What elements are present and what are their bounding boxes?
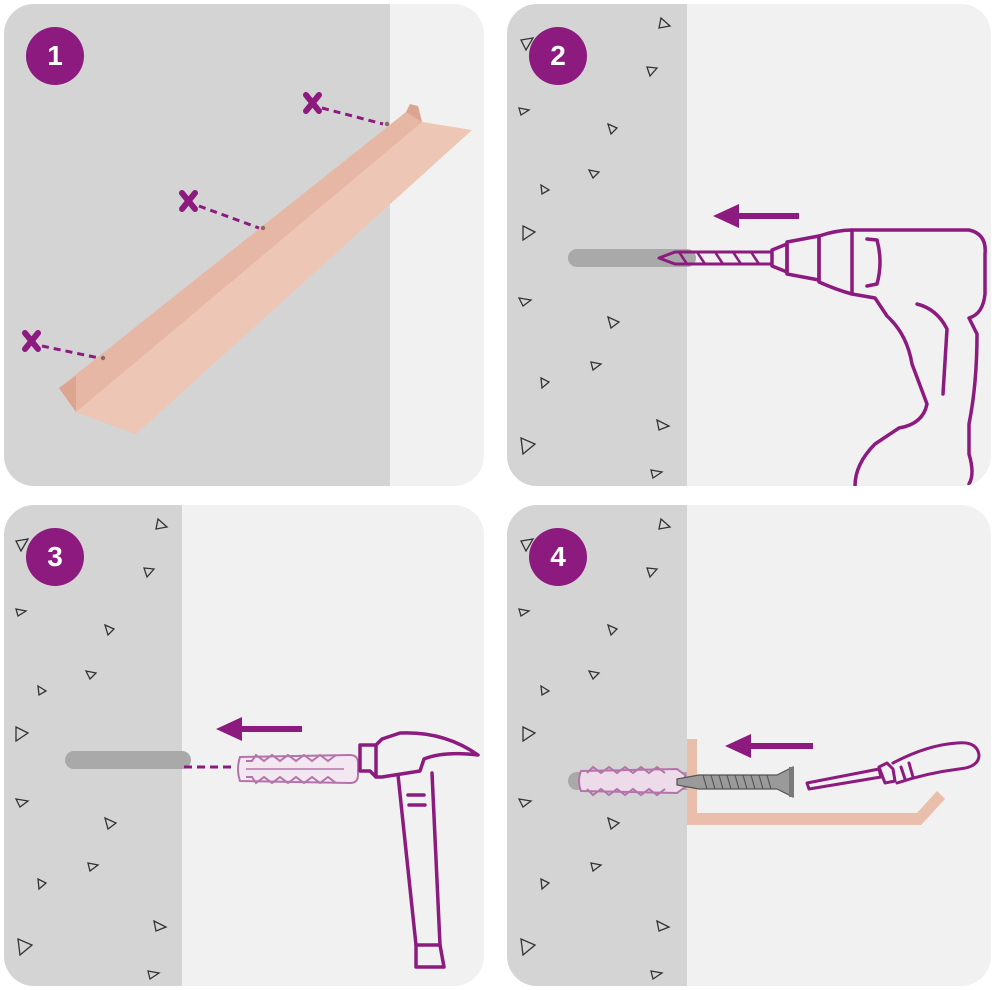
screwdriver-icon	[805, 741, 981, 791]
wall-area	[507, 4, 687, 486]
step-number-badge: 4	[529, 528, 587, 586]
x-mark-icon	[22, 92, 322, 352]
drill-icon	[657, 228, 987, 486]
step-number-badge: 3	[26, 528, 84, 586]
step-3-panel: 3	[4, 505, 484, 986]
arrow-left-icon	[216, 717, 302, 741]
wall-plug-icon	[237, 753, 359, 785]
step-2-panel: 2	[507, 4, 991, 486]
arrow-left-icon	[713, 204, 799, 228]
screw-icon	[676, 766, 794, 798]
arrow-left-icon	[725, 734, 813, 758]
step-1-panel: 1	[4, 4, 484, 486]
step-number-badge: 2	[529, 27, 587, 85]
step-1-illustration	[4, 4, 472, 486]
concrete-texture	[517, 517, 672, 981]
shelf-icon	[59, 104, 472, 434]
wall-area	[507, 505, 687, 986]
step-2-illustration	[507, 4, 987, 486]
step-number-badge: 1	[26, 27, 84, 85]
guide-lines	[41, 106, 384, 360]
hammer-icon	[358, 731, 480, 969]
wall-area	[4, 505, 182, 986]
step-3-illustration	[4, 505, 480, 986]
step-4-panel: 4	[507, 505, 991, 986]
concrete-texture	[517, 16, 672, 480]
step-4-illustration	[507, 505, 981, 986]
concrete-texture	[14, 517, 169, 981]
shelf-icon	[687, 739, 945, 825]
wall-plug-icon	[578, 765, 686, 797]
